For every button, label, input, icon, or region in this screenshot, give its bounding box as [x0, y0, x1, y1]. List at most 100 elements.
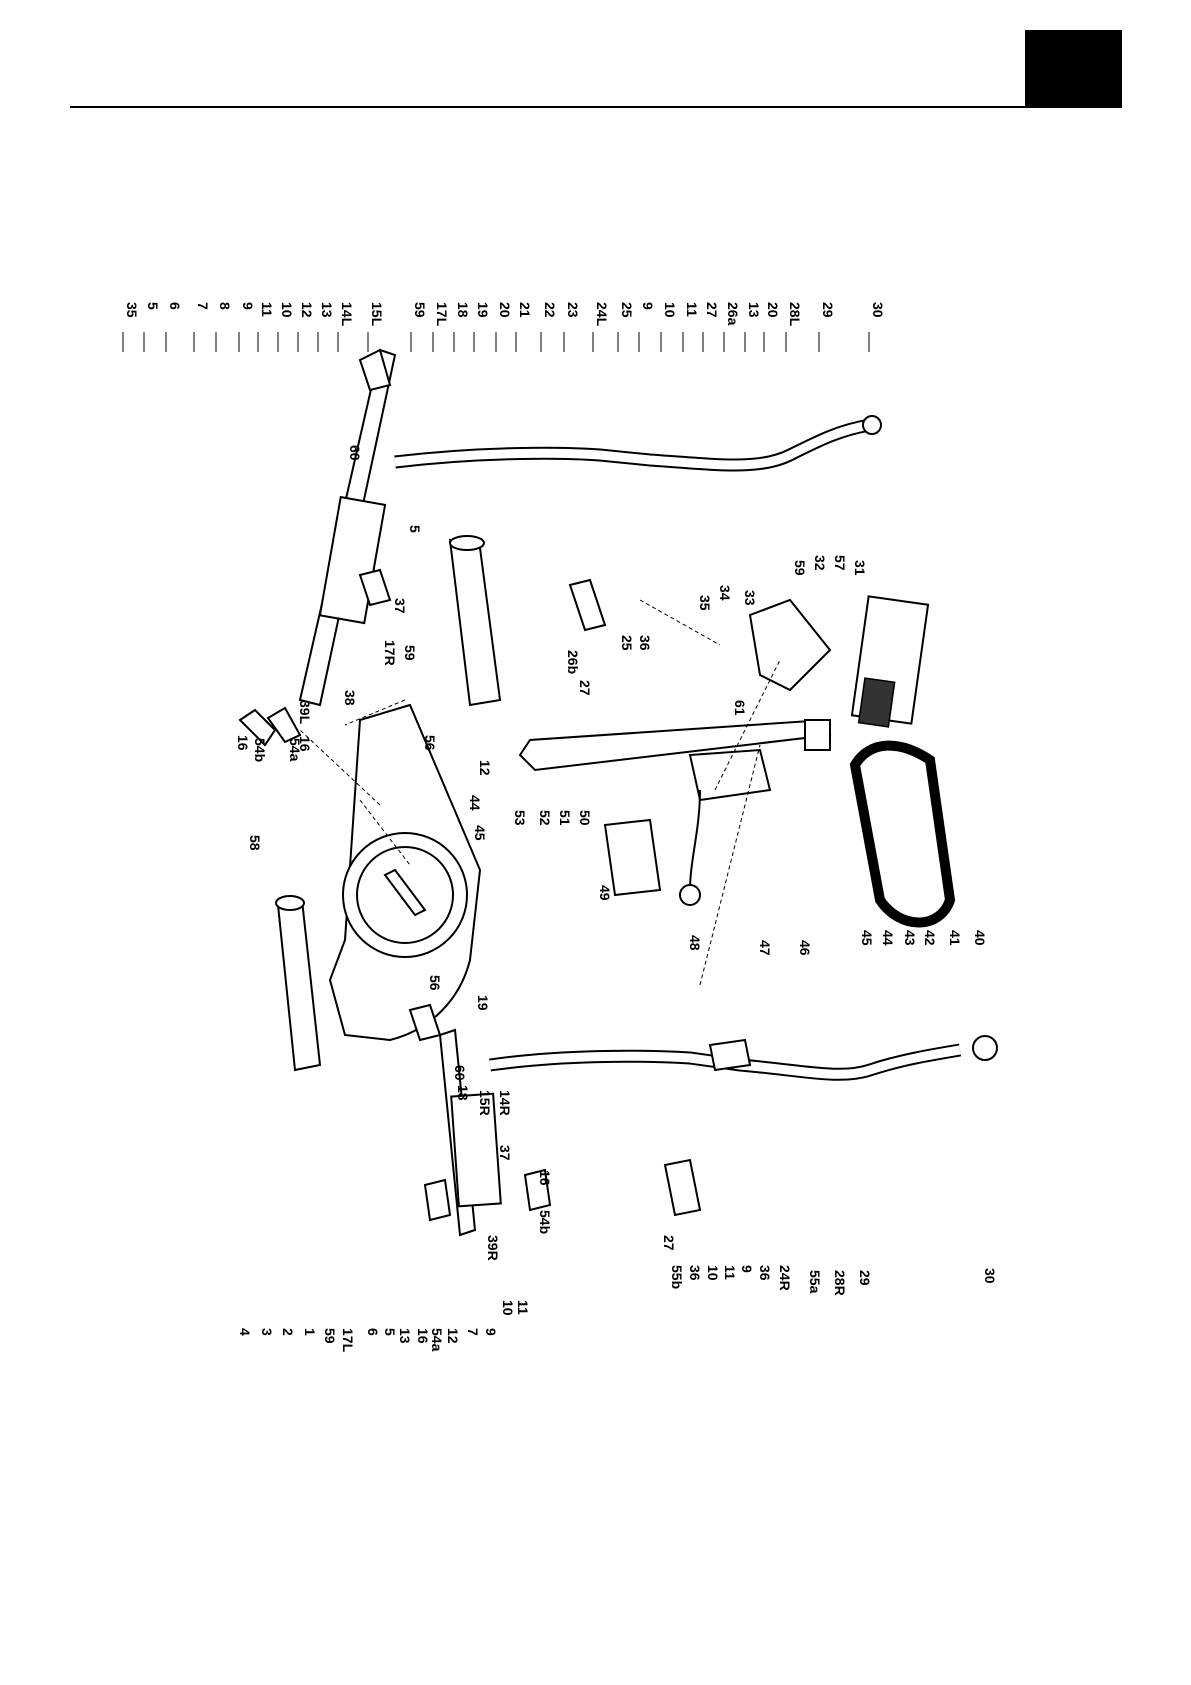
handlebar-tube-right-inner [489, 1045, 961, 1079]
callout-label-top-4: 8 [217, 302, 233, 310]
callout-label-bottom-6: 17L [340, 1328, 356, 1353]
callout-label-bottom-38: 30 [982, 1268, 998, 1284]
callout-label-top-3: 7 [195, 302, 211, 310]
callout-label-bottom-37: 29 [857, 1270, 873, 1286]
callout-label-middle-5: 34 [717, 585, 733, 601]
callout-label-inner-8: 54b [252, 738, 268, 762]
callout-label-bottom-9: 5 [382, 1328, 398, 1336]
alignment-line-1 [344, 699, 406, 726]
pulse-handlebar [849, 740, 956, 928]
callout-label-middle-8: 32 [812, 555, 828, 571]
callout-label-middle-0: 26b [565, 650, 581, 674]
callout-label-middle-27: 42 [922, 930, 938, 946]
callout-label-bottom-32: 9 [739, 1265, 755, 1273]
callout-label-middle-10: 31 [852, 560, 868, 576]
callout-label-top-9: 13 [319, 302, 335, 318]
callout-label-middle-4: 35 [697, 595, 713, 611]
callout-label-bottom-23: 15R [477, 1090, 493, 1116]
callout-label-top-2: 6 [167, 302, 183, 310]
callout-label-bottom-18: 39R [485, 1235, 501, 1261]
callout-label-bottom-36: 28R [832, 1270, 848, 1296]
upright-post [518, 718, 832, 772]
callout-label-inner-3: 59 [402, 645, 418, 661]
end-cap-54b-left [238, 708, 277, 747]
alignment-line-3 [639, 599, 721, 646]
page-corner-tab [1025, 30, 1122, 106]
callout-label-middle-9: 57 [832, 555, 848, 571]
callout-label-top-12: 59 [412, 302, 428, 318]
callout-label-top-6: 11 [259, 302, 275, 317]
callout-label-top-5: 9 [240, 302, 256, 310]
callout-label-middle-2: 25 [619, 635, 635, 651]
callout-label-middle-21: 48 [687, 935, 703, 951]
callout-label-top-17: 21 [517, 302, 533, 318]
callout-label-middle-16: 53 [512, 810, 528, 826]
callout-label-top-27: 13 [746, 302, 762, 318]
callout-label-bottom-10: 13 [397, 1328, 413, 1344]
callout-label-bottom-11: 16 [415, 1328, 431, 1344]
callout-label-top-30: 29 [820, 302, 836, 318]
callout-label-top-8: 12 [299, 302, 315, 318]
callout-label-inner-9: 16 [297, 736, 313, 752]
callout-label-top-16: 20 [497, 302, 513, 318]
callout-label-inner-1: 5 [407, 525, 423, 533]
console-bracket [804, 719, 831, 751]
callout-label-middle-29: 40 [972, 930, 988, 946]
callout-label-top-10: 14L [339, 302, 355, 327]
pivot-housing-24R [708, 1038, 752, 1072]
callout-label-inner-7: 16 [235, 735, 251, 751]
callout-label-top-20: 24L [594, 302, 610, 327]
console-cover [748, 598, 832, 692]
callout-label-top-14: 18 [455, 302, 471, 318]
foot-cap-17L-bottom [408, 1003, 442, 1042]
callout-label-middle-12: 56 [422, 735, 438, 751]
rear-stabilizer [276, 898, 322, 1072]
callout-label-bottom-34: 24R [777, 1265, 793, 1291]
callout-label-middle-6: 33 [742, 590, 758, 606]
callout-label-inner-4: 17R [382, 640, 398, 666]
callout-label-bottom-4: 1 [302, 1328, 318, 1336]
callout-label-inner-5: 38 [342, 690, 358, 706]
callout-label-middle-14: 44 [467, 795, 483, 811]
callout-label-middle-19: 50 [577, 810, 593, 826]
callout-label-bottom-31: 11 [722, 1265, 738, 1280]
callout-label-bottom-13: 12 [445, 1328, 461, 1344]
callout-label-top-18: 22 [542, 302, 558, 318]
handlebar-tube-left-inner [394, 420, 871, 470]
foot-cap-17R [358, 568, 392, 607]
callout-label-inner-10: 54a [287, 738, 303, 762]
callout-label-top-26: 26a [725, 302, 741, 326]
callout-label-top-11: 15L [369, 302, 385, 327]
callout-label-bottom-28: 55b [669, 1265, 685, 1289]
crank-slot [383, 868, 427, 917]
callout-label-top-15: 19 [475, 302, 491, 318]
callout-label-bottom-12: 54a [429, 1328, 445, 1352]
upper-cover [688, 748, 772, 802]
callout-label-bottom-3: 2 [280, 1328, 296, 1336]
callout-label-bottom-1: 4 [237, 1328, 253, 1336]
callout-label-bottom-16: 10 [500, 1300, 516, 1316]
rear-stabilizer-cap [275, 895, 305, 911]
callout-label-top-31: 30 [870, 302, 886, 318]
callout-label-bottom-35: 55a [807, 1270, 823, 1294]
callout-label-middle-26: 43 [902, 930, 918, 946]
callout-label-top-13: 17L [434, 302, 450, 327]
callout-label-bottom-27: 27 [661, 1235, 677, 1251]
handlebar-knob-right [972, 1035, 998, 1061]
callout-label-top-1: 5 [145, 302, 161, 310]
end-cap-54a-left [266, 706, 302, 744]
console-keypad [857, 677, 896, 728]
callout-label-bottom-8: 6 [365, 1328, 381, 1336]
end-cap-54a-right [423, 1178, 452, 1222]
callout-label-top-7: 10 [279, 302, 295, 318]
callout-label-bottom-19: 16 [537, 1170, 553, 1186]
callout-label-middle-24: 45 [859, 930, 875, 946]
callout-label-bottom-7: 56 [427, 975, 443, 991]
callout-label-middle-3: 36 [637, 635, 653, 651]
callout-label-middle-15: 45 [472, 825, 488, 841]
callout-label-middle-25: 44 [880, 930, 896, 946]
callout-label-top-0: 35 [124, 302, 140, 318]
callout-label-bottom-33: 36 [757, 1265, 773, 1281]
callout-label-top-21: 25 [619, 302, 635, 318]
